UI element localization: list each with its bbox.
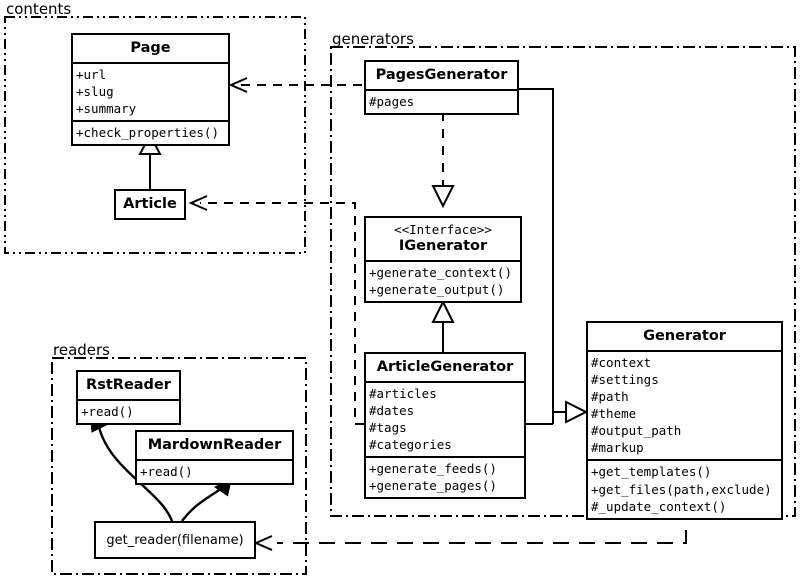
class-methods-articlegenerator: +generate_feeds() +generate_pages() <box>366 456 524 497</box>
attribute-item: #output_path <box>591 422 778 439</box>
attribute-item: #articles <box>369 385 521 402</box>
function-box-get-reader[interactable]: get_reader(filename) <box>94 521 256 559</box>
attribute-item: #pages <box>369 93 514 110</box>
class-methods-mardownreader: +read() <box>137 459 292 483</box>
attribute-item: #categories <box>369 436 521 453</box>
package-label-contents: contents <box>6 2 71 17</box>
class-box-pagesgenerator[interactable]: PagesGenerator #pages <box>364 60 519 115</box>
method-item: +read() <box>140 463 289 480</box>
class-methods-rstreader: +read() <box>78 399 179 423</box>
class-methods-igenerator: +generate_context() +generate_output() <box>366 260 520 301</box>
class-attributes-page: +url +slug +summary <box>73 62 228 120</box>
method-item: +generate_pages() <box>369 477 521 494</box>
attribute-item: #markup <box>591 439 778 456</box>
attribute-item: +slug <box>76 83 225 100</box>
class-title-generator: Generator <box>588 323 781 350</box>
package-label-readers: readers <box>53 343 110 358</box>
class-title-articlegenerator: ArticleGenerator <box>366 354 524 381</box>
relation-pagesgenerator-to-igenerator <box>433 112 453 206</box>
attribute-item: #path <box>591 388 778 405</box>
relation-articlegenerator-to-igenerator <box>433 302 453 352</box>
class-box-article[interactable]: Article <box>114 189 186 220</box>
method-item: +check_properties() <box>76 124 225 141</box>
attribute-item: +url <box>76 66 225 83</box>
class-box-generator[interactable]: Generator #context #settings #path #them… <box>586 321 783 520</box>
class-attributes-generator: #context #settings #path #theme #output_… <box>588 350 781 460</box>
attribute-item: #theme <box>591 405 778 422</box>
method-item: +get_templates() <box>591 463 778 480</box>
class-title-igenerator: IGenerator <box>366 237 520 260</box>
attribute-item: +summary <box>76 100 225 117</box>
function-label-get-reader: get_reader(filename) <box>106 533 243 548</box>
class-box-page[interactable]: Page +url +slug +summary +check_properti… <box>71 33 230 146</box>
class-methods-generator: +get_templates() +get_files(path,exclude… <box>588 459 781 517</box>
method-item: +generate_feeds() <box>369 460 521 477</box>
class-title-article: Article <box>116 191 184 218</box>
attribute-item: #tags <box>369 419 521 436</box>
relation-generators-to-generator <box>519 89 586 424</box>
attribute-item: #settings <box>591 371 778 388</box>
class-box-mardownreader[interactable]: MardownReader +read() <box>135 430 294 485</box>
method-item: +generate_context() <box>369 264 517 281</box>
class-box-igenerator[interactable]: <<Interface>> IGenerator +generate_conte… <box>364 216 522 303</box>
attribute-item: #dates <box>369 402 521 419</box>
class-box-rstreader[interactable]: RstReader +read() <box>76 370 181 425</box>
method-item: +generate_output() <box>369 281 517 298</box>
method-item: +get_files(path,exclude) <box>591 481 778 498</box>
class-title-pagesgenerator: PagesGenerator <box>366 62 517 89</box>
class-title-rstreader: RstReader <box>78 372 179 399</box>
class-attributes-articlegenerator: #articles #dates #tags #categories <box>366 381 524 457</box>
class-methods-page: +check_properties() <box>73 120 228 144</box>
method-item: +read() <box>81 403 176 420</box>
class-stereotype-igenerator: <<Interface>> <box>366 218 520 237</box>
package-label-generators: generators <box>332 32 414 47</box>
class-title-mardownreader: MardownReader <box>137 432 292 459</box>
class-attributes-pagesgenerator: #pages <box>366 89 517 113</box>
method-item: #_update_context() <box>591 498 778 515</box>
class-box-articlegenerator[interactable]: ArticleGenerator #articles #dates #tags … <box>364 352 526 499</box>
attribute-item: #context <box>591 354 778 371</box>
class-title-page: Page <box>73 35 228 62</box>
class-header-igenerator: <<Interface>> IGenerator <box>366 218 520 260</box>
relation-articlegenerator-to-article <box>191 196 364 424</box>
relation-pagesgenerator-to-page <box>231 78 362 92</box>
